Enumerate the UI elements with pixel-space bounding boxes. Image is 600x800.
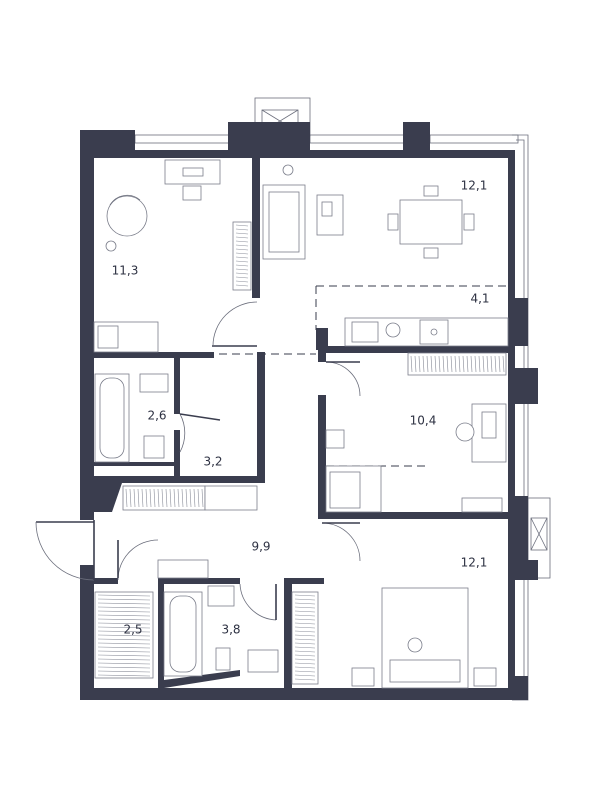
area-corridor-1: 3,2 [203,455,222,469]
exterior-walls [80,122,538,700]
entrance-door [35,520,95,581]
area-bathroom-2: 3,8 [221,623,240,637]
area-living-kitchen: 12,1 [461,179,488,193]
area-bedroom-1: 11,3 [112,264,139,278]
area-bathroom-1: 2,6 [147,409,166,423]
furniture [93,159,509,689]
area-bedroom-2: 10,4 [410,414,437,428]
wardrobe-hatching [97,224,505,681]
interior-walls [94,158,508,688]
area-hallway: 9,9 [251,540,270,554]
area-kitchen-zone: 4,1 [470,292,489,306]
room-labels: 11,3 12,1 4,1 2,6 3,2 10,4 9,9 2,5 3,8 1… [112,179,490,637]
area-bedroom-3: 12,1 [461,556,488,570]
area-wardrobe: 2,5 [123,623,142,637]
interior-doors [117,301,361,621]
